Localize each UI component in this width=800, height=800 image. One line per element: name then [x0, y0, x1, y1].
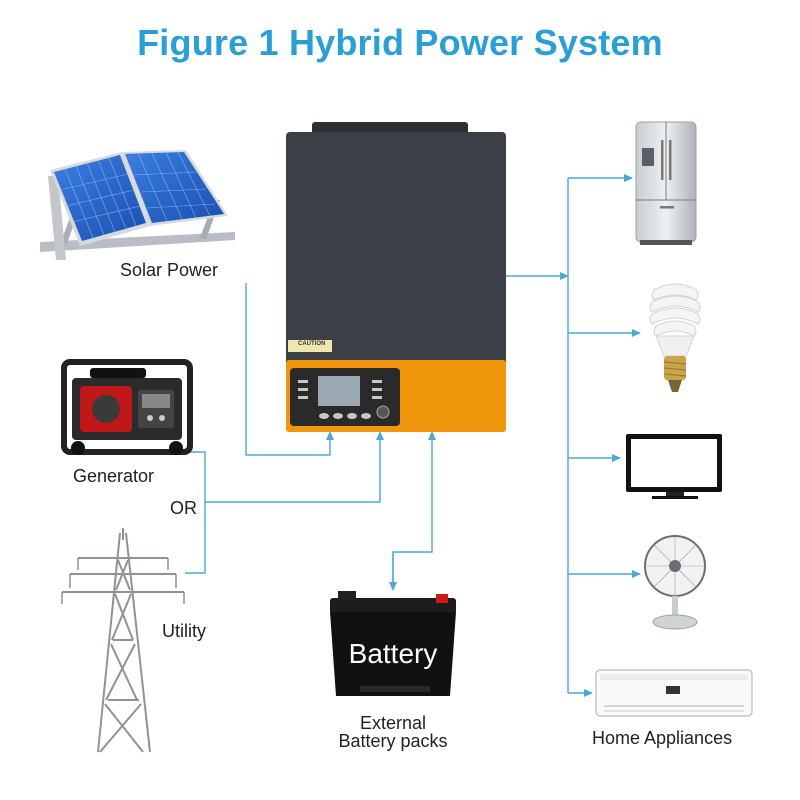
grid-connector: [205, 431, 384, 503]
battery-caption-line2: Battery packs: [338, 731, 448, 751]
solar-panel-icon: [40, 150, 235, 260]
figure-title: Figure 1 Hybrid Power System: [137, 22, 663, 63]
television-icon: [626, 434, 722, 499]
air-conditioner-icon: [595, 669, 753, 717]
refrigerator-icon: [635, 121, 697, 245]
solar-connector: [245, 283, 334, 456]
generator-connector: [170, 451, 206, 502]
generator-icon: [61, 359, 193, 455]
inverter-icon: [286, 122, 506, 432]
connector-lines: [170, 174, 641, 697]
or-label: OR: [170, 498, 197, 518]
fan-icon: [644, 535, 706, 630]
utility-connector: [185, 502, 206, 574]
light-bulb-icon: [649, 283, 701, 392]
battery-icon: [330, 591, 456, 696]
solar-power-label: Solar Power: [120, 260, 219, 280]
home-appliances-label: Home Appliances: [592, 728, 733, 748]
caution-label: CAUTION: [298, 341, 326, 347]
generator-label: Generator: [73, 466, 155, 486]
battery-connector: [392, 431, 436, 588]
battery-text: Battery: [348, 638, 438, 669]
power-tower-icon: [61, 528, 185, 753]
utility-label: Utility: [162, 621, 206, 641]
battery-caption-line1: External: [359, 713, 427, 733]
